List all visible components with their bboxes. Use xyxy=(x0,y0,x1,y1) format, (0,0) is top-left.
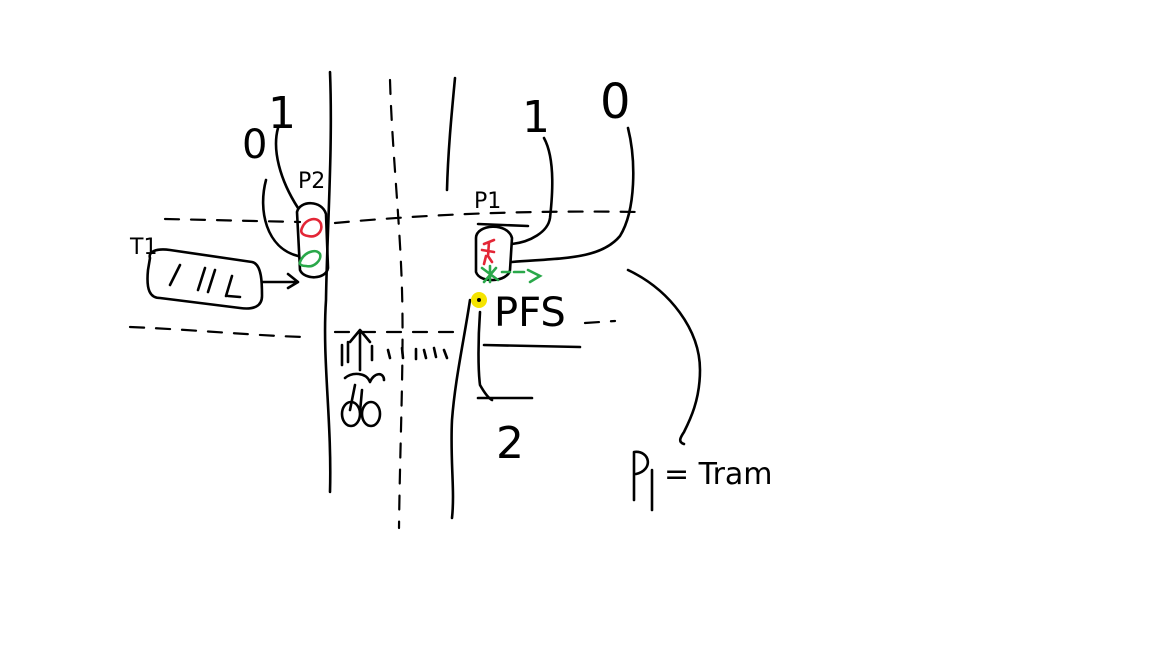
stop-line-lower xyxy=(128,319,617,339)
p1-underline xyxy=(476,222,530,228)
below-p1-label: 2 xyxy=(496,418,524,469)
green-lamp-left xyxy=(298,249,322,268)
legend: P1 = Tram xyxy=(632,450,773,512)
legend-connector xyxy=(626,268,702,446)
stop-line-upper xyxy=(163,210,642,225)
signal-t1-label-1: 1 xyxy=(268,88,296,139)
legend-text: = Tram xyxy=(664,457,773,492)
bicycle-doodle-icon xyxy=(340,372,386,428)
red-pedestrian-lamp-icon xyxy=(480,238,496,266)
road-right-stop-line xyxy=(482,343,582,349)
road-right-edge-lower xyxy=(450,298,472,520)
road-center-line xyxy=(388,78,404,530)
t1-box xyxy=(146,248,300,310)
pfs-label: PFS xyxy=(494,290,566,336)
t1-label: T1 xyxy=(129,235,157,260)
signal-housing-left xyxy=(295,201,330,279)
pole-right xyxy=(477,310,494,402)
t1-arrow-icon xyxy=(260,272,300,290)
legend-p-glyph xyxy=(632,450,650,502)
road-right-edge-upper xyxy=(445,76,457,192)
cable-left-0 xyxy=(261,178,300,258)
green-go-arrow-icon xyxy=(480,264,543,284)
signal-p1-label-0: 0 xyxy=(600,74,631,130)
crosswalk-hatching xyxy=(340,340,449,367)
road-left-edge xyxy=(323,70,333,494)
cable-right-1 xyxy=(510,136,554,246)
signal-p1-label-1: 1 xyxy=(522,92,550,143)
signal-t1-label-0: 0 xyxy=(242,122,267,168)
up-arrow-icon xyxy=(348,328,372,372)
cable-right-0 xyxy=(510,126,635,264)
signal-p2-label: P2 xyxy=(298,169,325,194)
red-lamp-left xyxy=(299,217,323,238)
signal-p1-label: P1 xyxy=(474,189,501,214)
signal-housing-right xyxy=(474,225,514,282)
cable-left-1 xyxy=(274,126,300,210)
